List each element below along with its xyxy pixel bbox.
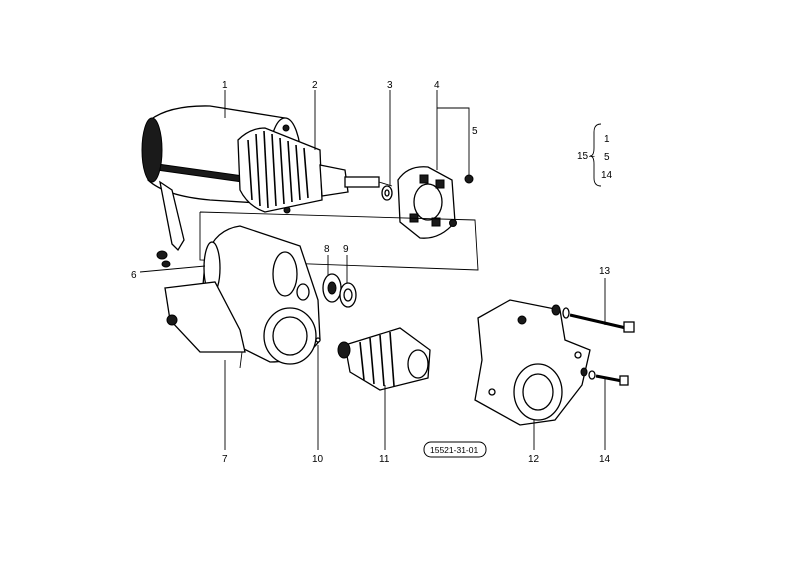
assembly-member-1: 1: [604, 134, 610, 145]
callout-11: 11: [379, 454, 390, 465]
part-3-washer: [381, 185, 393, 201]
callout-3: 3: [387, 80, 393, 91]
callout-6: 6: [131, 270, 137, 281]
callout-1: 1: [222, 80, 228, 91]
callout-7: 7: [222, 454, 228, 465]
reference-code: 15521-31-01: [430, 445, 478, 455]
part-13-long-bolt: [551, 304, 635, 333]
callout-9: 9: [343, 244, 349, 255]
callout-2: 2: [312, 80, 318, 91]
callout-12: 12: [528, 454, 540, 465]
callout-8: 8: [324, 244, 330, 255]
part-14-short-bolt: [580, 367, 629, 386]
assembly-member-3: 14: [601, 170, 613, 181]
part-11-pinion-drive: [337, 327, 431, 391]
part-6-nut: [156, 250, 171, 268]
callout-13: 13: [599, 266, 611, 277]
assembly-group-15: 15 – 1 5 14: [577, 123, 613, 187]
part-4-brush-plate: [397, 166, 456, 239]
part-10-pin: [315, 337, 321, 343]
callout-5: 5: [472, 126, 478, 137]
callout-4: 4: [434, 80, 440, 91]
part-7-drive-housing: [164, 225, 321, 369]
callout-numbers: 1 2 3 4 5 6 7 8 9 10 11 12 13 14: [131, 80, 611, 465]
part-2-armature: [237, 127, 393, 213]
reference-code-box: 15521-31-01: [423, 441, 487, 458]
assembly-member-2: 5: [604, 152, 610, 163]
part-9-gear-ring: [339, 282, 357, 308]
callout-14: 14: [599, 454, 611, 465]
part-8-gear: [296, 273, 342, 303]
callout-10: 10: [312, 454, 324, 465]
assembly-number: 15: [577, 151, 589, 162]
part-12-mounting-flange: [474, 299, 591, 426]
leader-lines: [139, 90, 606, 450]
